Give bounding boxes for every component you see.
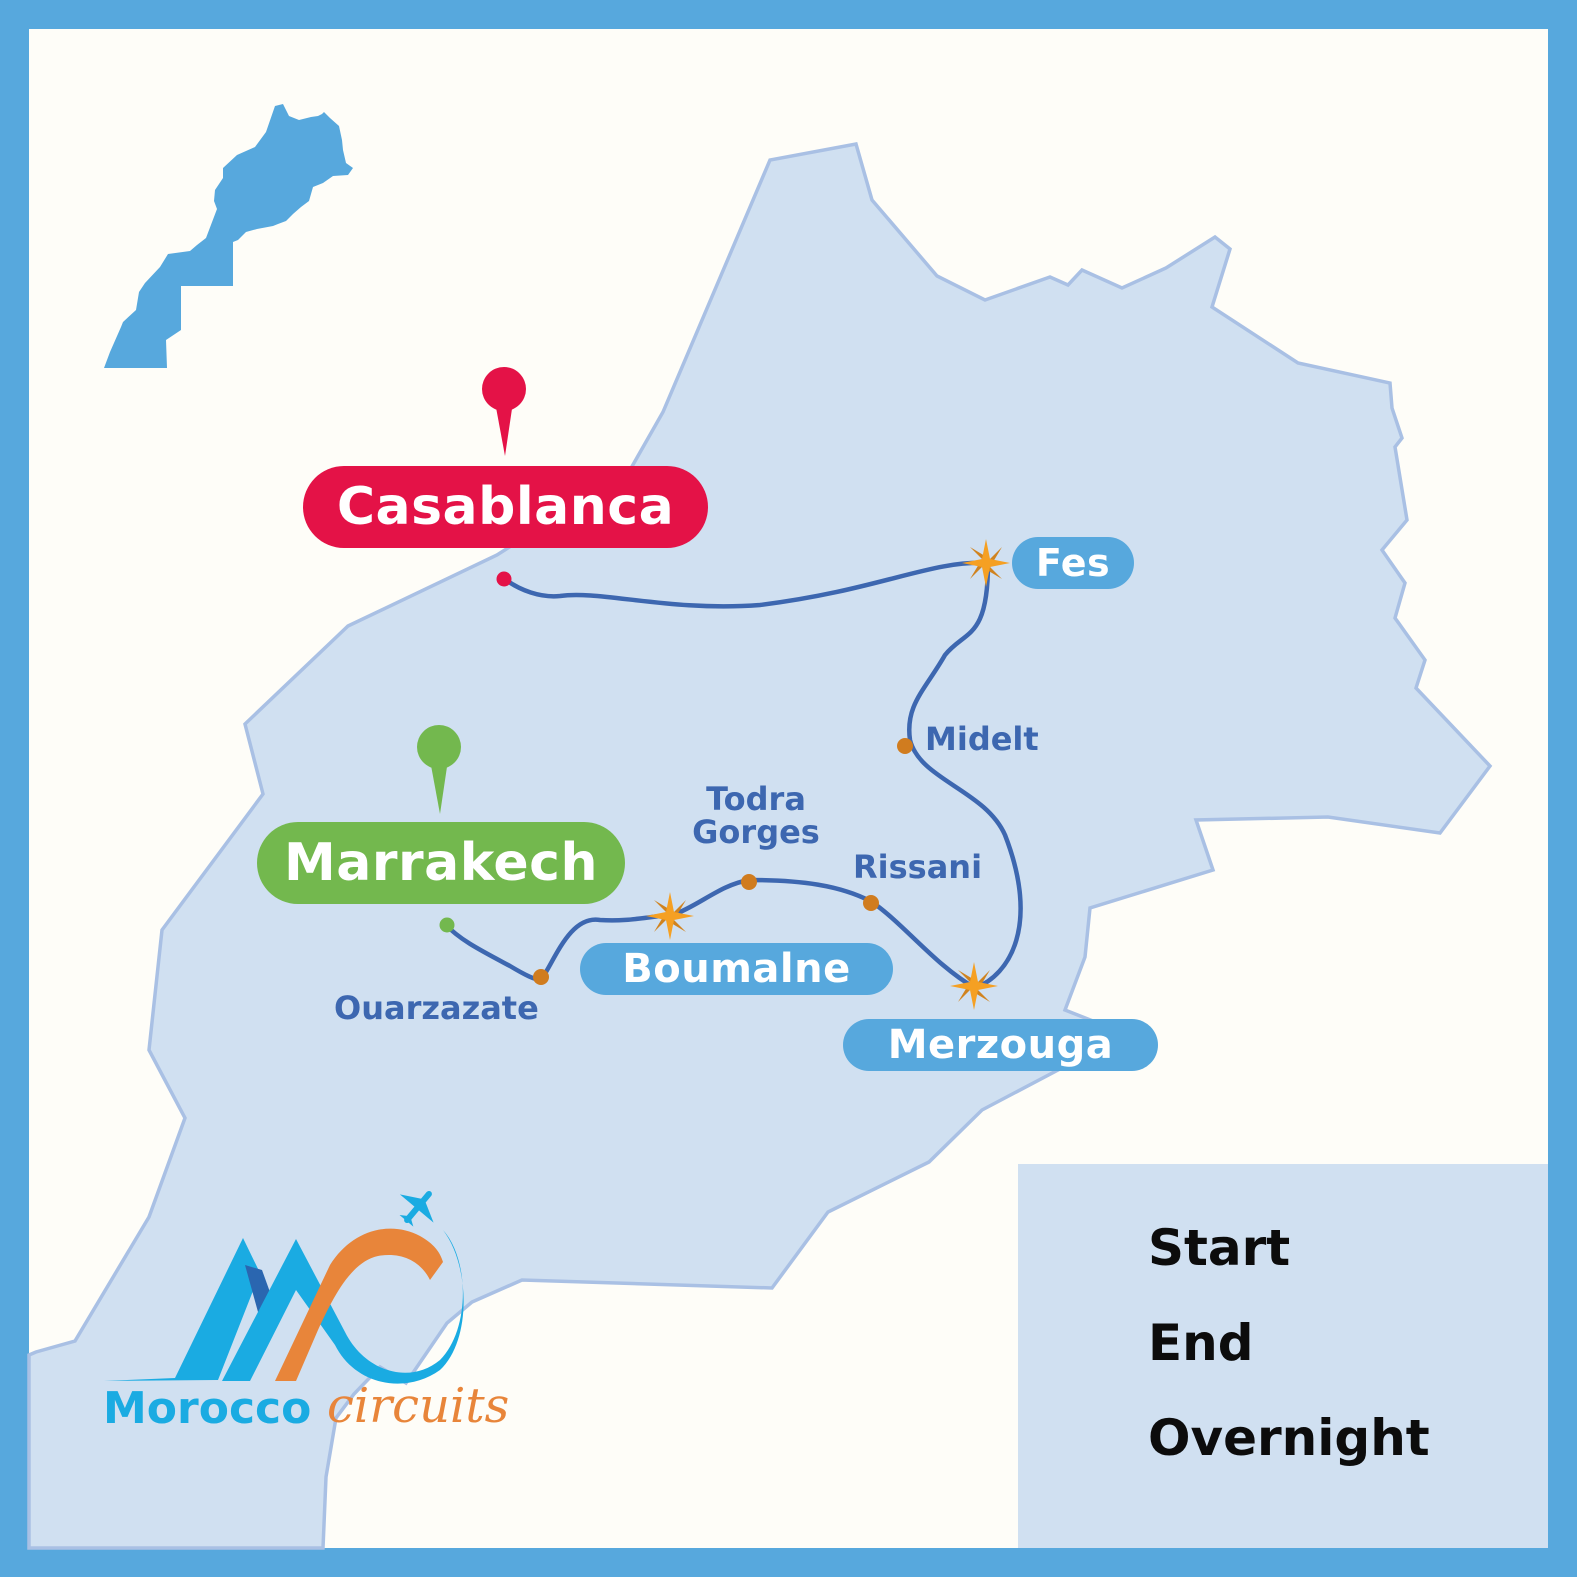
casablanca-end-dot[interactable] <box>496 571 512 587</box>
legend-item-end: End <box>1148 1314 1254 1372</box>
logo-text-morocco: Morocco <box>103 1383 312 1434</box>
rissani-waypoint-dot[interactable] <box>863 895 879 911</box>
todra-label-line2: Gorges <box>692 813 820 851</box>
marrakech-city-label[interactable]: Marrakech <box>257 822 625 904</box>
merzouga-city-label[interactable]: Merzouga <box>843 1019 1158 1071</box>
boumalne-overnight-star-icon[interactable] <box>646 892 694 940</box>
route-line <box>442 560 1023 991</box>
marrakech-start-dot[interactable] <box>439 917 455 933</box>
fes-overnight-star-icon[interactable] <box>962 539 1010 587</box>
rissani-label: Rissani <box>853 848 983 886</box>
midelt-waypoint-dot[interactable] <box>897 738 913 754</box>
ouarzazate-waypoint-dot[interactable] <box>533 969 549 985</box>
casablanca-city-label[interactable]: Casablanca <box>303 466 708 548</box>
marrakech-label-text: Marrakech <box>283 833 598 893</box>
fes-city-label[interactable]: Fes <box>1012 537 1134 589</box>
legend-item-overnight: Overnight <box>1148 1409 1430 1467</box>
merzouga-label-text: Merzouga <box>887 1022 1114 1068</box>
legend-item-start: Start <box>1148 1219 1291 1277</box>
inset-morocco-silhouette <box>104 104 353 368</box>
casablanca-label-text: Casablanca <box>336 477 675 537</box>
fes-label-text: Fes <box>1035 541 1111 585</box>
logo-text-circuits: circuits <box>327 1378 510 1434</box>
map-legend: Start End Overnight <box>1018 1164 1548 1548</box>
todra-label-line1: Todra <box>706 780 806 818</box>
merzouga-overnight-star-icon[interactable] <box>950 962 998 1010</box>
boumalne-city-label[interactable]: Boumalne <box>580 943 893 995</box>
boumalne-label-text: Boumalne <box>622 946 851 992</box>
todra-gorges-label: Todra Gorges <box>686 783 826 849</box>
marrakech-start-pin-icon[interactable] <box>417 725 461 814</box>
midelt-label: Midelt <box>925 720 1039 758</box>
logo-mark-icon <box>104 1190 464 1384</box>
ouarzazate-label: Ouarzazate <box>334 989 539 1027</box>
todra-waypoint-dot[interactable] <box>741 874 757 890</box>
casablanca-end-pin-icon[interactable] <box>482 367 526 456</box>
